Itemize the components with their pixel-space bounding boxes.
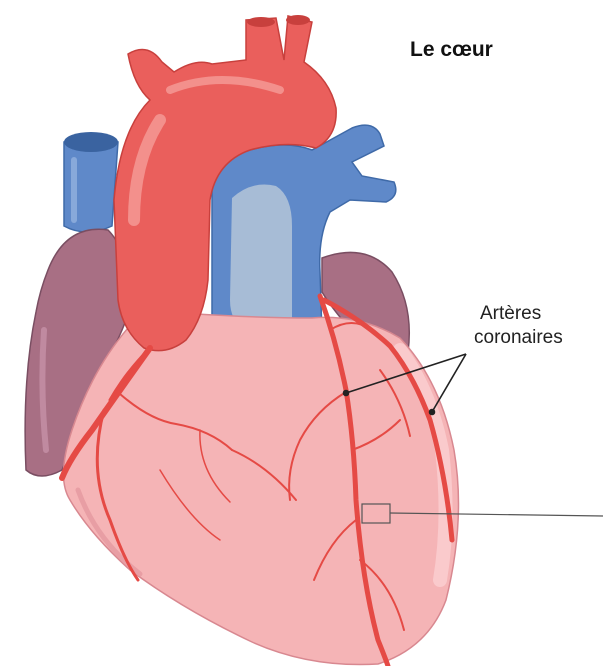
diagram-title: Le cœur bbox=[410, 38, 493, 62]
coronary-arteries-label: Artères coronaires bbox=[474, 302, 563, 350]
superior-vena-cava bbox=[64, 132, 118, 232]
label-line-1: Artères bbox=[474, 302, 563, 326]
label-line-2: coronaires bbox=[474, 326, 563, 350]
